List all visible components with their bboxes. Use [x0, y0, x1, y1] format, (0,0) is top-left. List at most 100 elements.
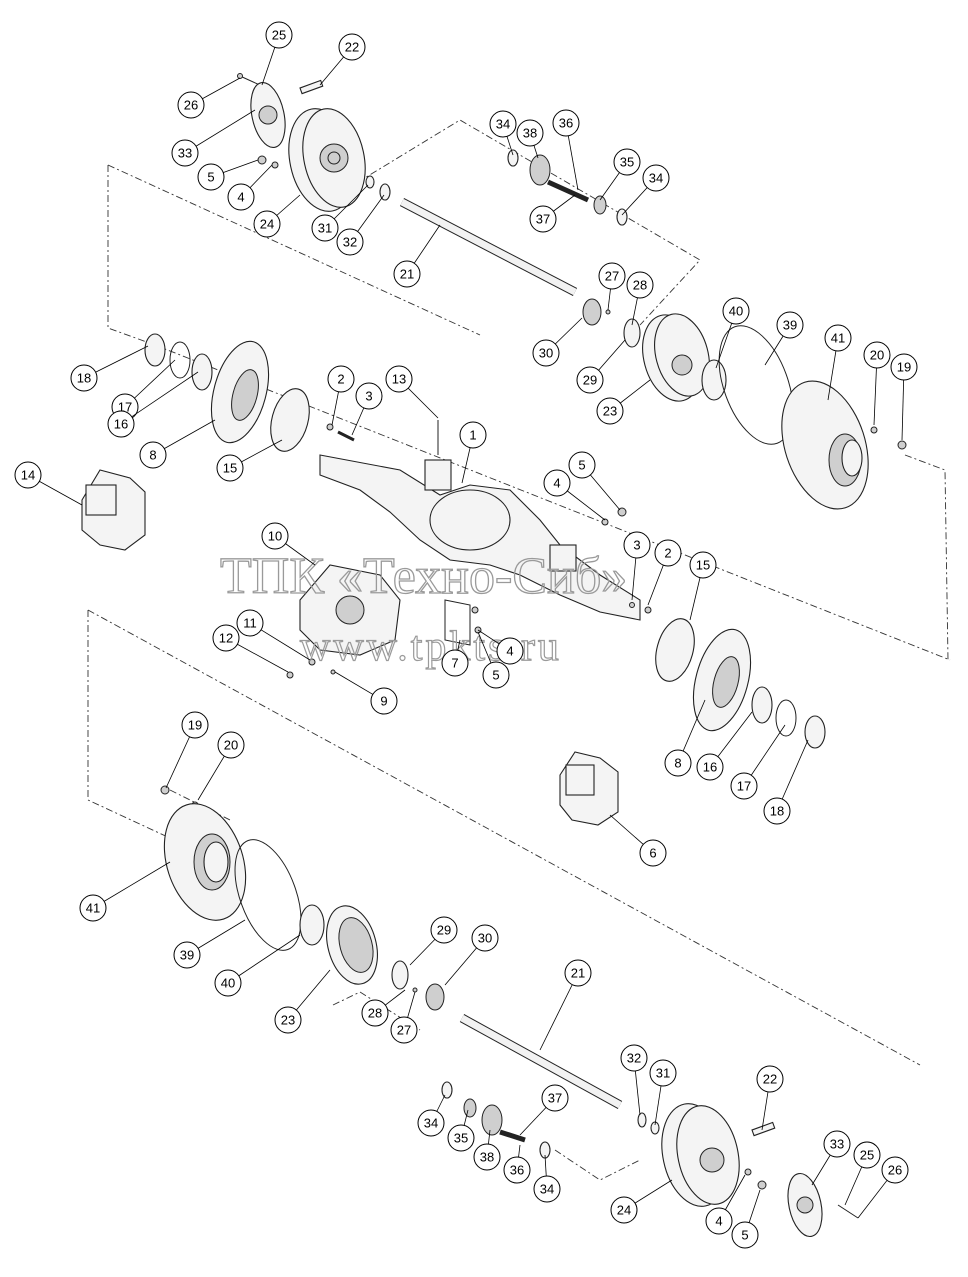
callout-circle — [338, 33, 366, 61]
callout-number: 41 — [86, 901, 100, 916]
callout-number: 30 — [478, 931, 492, 946]
callout-26: 26 — [177, 77, 241, 119]
callout-25: 25 — [844, 1141, 881, 1206]
callout-number: 5 — [741, 1228, 748, 1243]
callout-number: 16 — [703, 760, 717, 775]
callout-5: 5 — [197, 159, 259, 191]
callout-circle — [173, 941, 201, 969]
callout-leader — [92, 861, 171, 909]
callout-41: 41 — [79, 861, 171, 922]
bearing-40 — [701, 359, 727, 401]
callout-number: 33 — [178, 146, 192, 161]
callout-circle — [385, 365, 413, 393]
callout-number: 38 — [480, 1150, 494, 1165]
callout-38: 38 — [473, 1129, 501, 1171]
callout-3: 3 — [623, 531, 651, 601]
callout-circle — [731, 1221, 759, 1249]
callout-circle — [576, 366, 604, 394]
callout-circle — [552, 109, 580, 137]
o-ring-39b — [234, 839, 302, 951]
callout-circle — [620, 1044, 648, 1072]
callout-11: 11 — [236, 609, 311, 661]
callout-circle — [227, 183, 255, 211]
differential-10 — [299, 564, 401, 656]
callout-circle — [689, 551, 717, 579]
callout-number: 21 — [400, 267, 414, 282]
callout-37: 37 — [519, 1084, 569, 1136]
callout-number: 27 — [605, 269, 619, 284]
callout-22: 22 — [756, 1065, 784, 1131]
callout-number: 18 — [77, 371, 91, 386]
callout-number: 4 — [506, 644, 513, 659]
callout-8: 8 — [664, 699, 706, 777]
callout-circle — [107, 410, 135, 438]
callout-leader — [184, 109, 256, 154]
callout-number: 27 — [397, 1023, 411, 1038]
callout-leader — [120, 371, 199, 425]
bolt-3b — [629, 602, 635, 608]
sun-gear-30 — [582, 298, 602, 326]
callout-14: 14 — [14, 461, 83, 506]
callout-circle — [529, 205, 557, 233]
callout-7: 7 — [441, 639, 469, 677]
upper-hub-assembly — [237, 73, 907, 510]
callout-circle — [274, 1006, 302, 1034]
callout-circle — [626, 271, 654, 299]
callout-19: 19 — [890, 353, 918, 441]
washer-4c — [471, 606, 479, 614]
callout-18: 18 — [763, 739, 809, 825]
callout-20: 20 — [863, 341, 891, 426]
o-ring-39 — [718, 325, 794, 445]
callout-circle — [327, 365, 355, 393]
bolt-26b — [837, 1204, 859, 1219]
callout-circle — [355, 382, 383, 410]
callout-circle — [598, 262, 626, 290]
ring-29b — [391, 960, 409, 990]
callout-circle — [441, 649, 469, 677]
half-shaft-21b — [459, 1014, 623, 1109]
callout-circle — [253, 210, 281, 238]
callout-circle — [824, 324, 852, 352]
callout-number: 38 — [523, 126, 537, 141]
cover-33b — [787, 1172, 823, 1238]
callout-10: 10 — [261, 522, 316, 566]
washer-2b — [644, 606, 652, 614]
callout-number: 3 — [365, 389, 372, 404]
callout-circle — [139, 441, 167, 469]
callout-9: 9 — [334, 671, 398, 715]
callout-16: 16 — [107, 371, 199, 438]
callout-33: 33 — [811, 1130, 851, 1186]
callout-5: 5 — [731, 1189, 761, 1249]
callout-number: 35 — [620, 155, 634, 170]
callout-15: 15 — [689, 551, 717, 621]
callout-number: 2 — [664, 546, 671, 561]
callout-8: 8 — [139, 419, 216, 469]
callout-circle — [763, 797, 791, 825]
callout-circle — [370, 687, 398, 715]
lower-hub-assembly — [160, 785, 859, 1238]
callout-16: 16 — [696, 711, 753, 781]
callout-3: 3 — [351, 382, 383, 436]
nut-5 — [257, 155, 267, 165]
callout-circle — [881, 1156, 909, 1184]
callout-number: 22 — [345, 40, 359, 55]
callout-number: 15 — [696, 558, 710, 573]
callout-circle — [471, 924, 499, 952]
callout-number: 25 — [272, 28, 286, 43]
callout-leader — [227, 934, 301, 984]
callout-number: 25 — [860, 1148, 874, 1163]
callout-35: 35 — [447, 1109, 475, 1152]
wheel-hub-41 — [781, 380, 869, 510]
callout-number: 4 — [715, 1214, 722, 1229]
callout-18: 18 — [70, 345, 149, 392]
callout-number: 19 — [188, 718, 202, 733]
nut-19 — [897, 440, 907, 450]
callout-number: 2 — [337, 372, 344, 387]
callout-27: 27 — [598, 262, 626, 311]
callout-number: 26 — [888, 1163, 902, 1178]
brake-disc-8 — [210, 340, 270, 444]
callout-circle — [823, 1130, 851, 1158]
callout-32: 32 — [620, 1044, 648, 1116]
